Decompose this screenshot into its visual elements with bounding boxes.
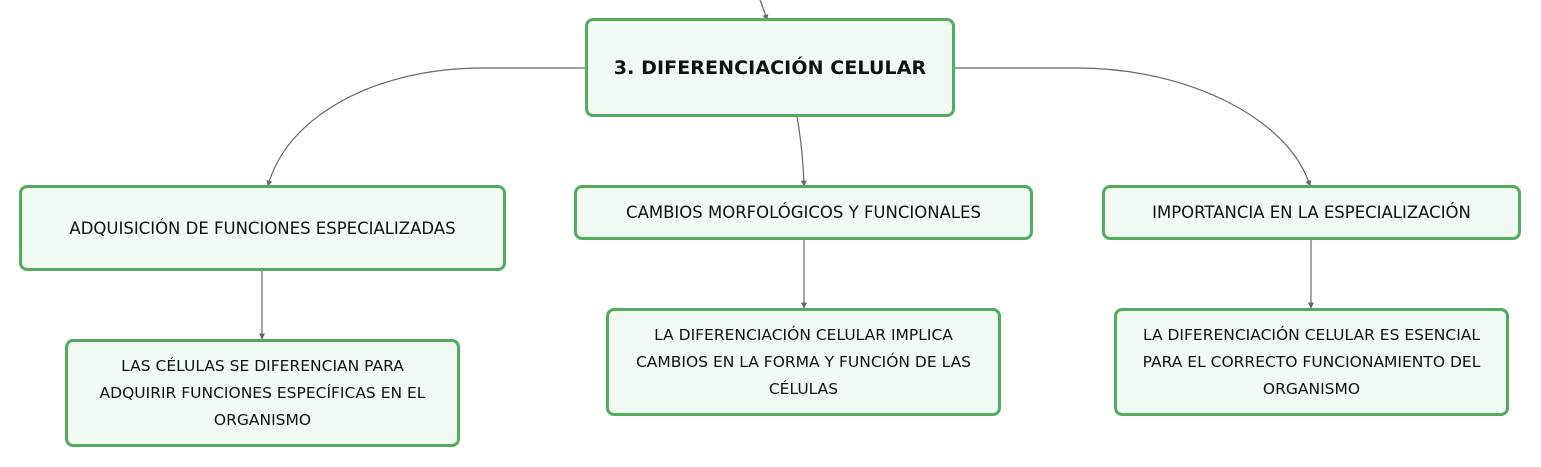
leaf-node-line: LA DIFERENCIACIÓN CELULAR IMPLICA — [654, 325, 953, 344]
leaf-node-line: ADQUIRIR FUNCIONES ESPECÍFICAS EN EL — [99, 383, 426, 402]
leaf-node-line: PARA EL CORRECTO FUNCIONAMIENTO DEL — [1142, 352, 1481, 371]
connector-root-to-branch-2 — [796, 116, 807, 187]
leaf-node-line: CAMBIOS EN LA FORMA Y FUNCIÓN DE LAS — [635, 352, 972, 371]
branch-node-label: IMPORTANCIA EN LA ESPECIALIZACIÓN — [1152, 203, 1471, 222]
leaf-node-line: LA DIFERENCIACIÓN CELULAR ES ESENCIAL — [1142, 325, 1481, 344]
leaf-node-line: ORGANISMO — [213, 410, 312, 429]
branch-node-label: ADQUISICIÓN DE FUNCIONES ESPECIALIZADAS — [69, 218, 456, 238]
leaf-node-line: CÉLULAS — [768, 379, 839, 398]
connector-incoming-parent — [759, 0, 769, 21]
branch-node-label: CAMBIOS MORFOLÓGICOS Y FUNCIONALES — [626, 203, 981, 222]
leaf-node-text: LA DIFERENCIACIÓN CELULAR IMPLICA CAMBIO… — [636, 322, 971, 403]
branch-node-importancia[interactable]: IMPORTANCIA EN LA ESPECIALIZACIÓN — [1102, 185, 1521, 240]
connector-root-to-branch-3 — [955, 67, 1312, 187]
root-node[interactable]: 3. DIFERENCIACIÓN CELULAR — [585, 18, 955, 117]
branch-node-cambios[interactable]: CAMBIOS MORFOLÓGICOS Y FUNCIONALES — [574, 185, 1033, 240]
branch-node-adquisicion[interactable]: ADQUISICIÓN DE FUNCIONES ESPECIALIZADAS — [19, 185, 506, 271]
leaf-node-cambios[interactable]: LA DIFERENCIACIÓN CELULAR IMPLICA CAMBIO… — [606, 308, 1001, 416]
root-node-label: 3. DIFERENCIACIÓN CELULAR — [613, 56, 927, 79]
leaf-node-line: ORGANISMO — [1262, 379, 1361, 398]
leaf-node-line: LAS CÉLULAS SE DIFERENCIAN PARA — [121, 356, 404, 375]
leaf-node-importancia[interactable]: LA DIFERENCIACIÓN CELULAR ES ESENCIAL PA… — [1114, 308, 1509, 416]
leaf-node-adquisicion[interactable]: LAS CÉLULAS SE DIFERENCIAN PARA ADQUIRIR… — [65, 339, 460, 447]
leaf-node-text: LA DIFERENCIACIÓN CELULAR ES ESENCIAL PA… — [1143, 322, 1481, 403]
leaf-node-text: LAS CÉLULAS SE DIFERENCIAN PARA ADQUIRIR… — [100, 353, 426, 434]
connector-root-to-branch-1 — [266, 67, 585, 187]
